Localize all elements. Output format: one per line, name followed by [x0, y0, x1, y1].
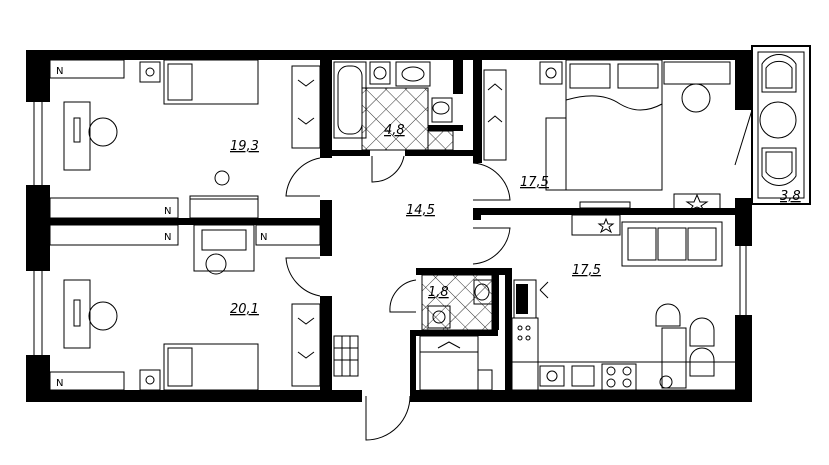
svg-text:N: N	[164, 232, 171, 243]
svg-text:N: N	[56, 66, 63, 77]
area-label-wc: 1,8	[428, 285, 449, 300]
bedroom-top-left-furniture: N N	[49, 59, 321, 219]
interior-walls	[36, 60, 735, 398]
area-label-bedroom-master: 17,5	[520, 175, 549, 190]
wc-fixtures	[419, 274, 537, 391]
bathroom-fixtures	[333, 61, 454, 151]
area-label-bedroom-top-left: 19,3	[230, 139, 259, 154]
exterior-walls	[26, 50, 752, 402]
area-label-bathroom: 4,8	[384, 123, 405, 138]
doors	[285, 155, 511, 441]
area-label-bedroom-bottom-left: 20,1	[230, 302, 259, 317]
svg-text:N: N	[56, 378, 63, 389]
svg-text:N: N	[260, 232, 267, 243]
kitchen-furniture	[511, 214, 739, 391]
bedroom-bottom-left-furniture: N N N	[49, 224, 359, 391]
master-bedroom-furniture	[483, 59, 731, 212]
area-label-hall: 14,5	[406, 203, 435, 218]
room-labels: 19,3 20,1 4,8 14,5 17,5 17,5 1,8 3,8	[230, 123, 801, 317]
svg-text:N: N	[164, 206, 171, 217]
balcony	[734, 45, 811, 205]
area-label-balcony: 3,8	[780, 189, 801, 204]
area-label-kitchen-living: 17,5	[572, 263, 601, 278]
left-windows	[33, 102, 747, 355]
